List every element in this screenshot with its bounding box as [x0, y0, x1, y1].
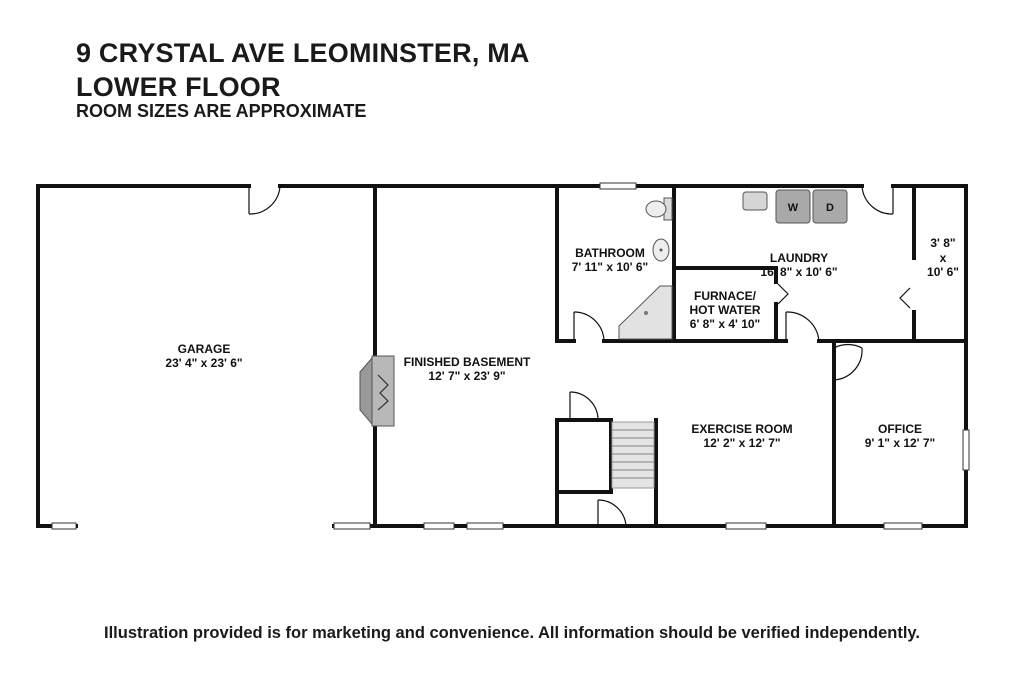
utility-sink-icon — [742, 191, 768, 211]
furnace-size: 6' 8" x 4' 10" — [690, 317, 760, 331]
bathroom-name: BATHROOM — [575, 246, 645, 260]
door-laundry-exterior — [861, 185, 894, 215]
garage-size: 23' 4" x 23' 6" — [165, 356, 242, 370]
door-garage — [248, 185, 281, 215]
closet-size-line2: x — [940, 251, 947, 265]
door-stair-closet — [569, 391, 599, 421]
door-exterior-bottom — [597, 499, 627, 527]
sink-icon — [652, 238, 670, 262]
furnace-name-line2: HOT WATER — [689, 303, 760, 317]
office-name: OFFICE — [878, 422, 922, 436]
stairs — [611, 421, 655, 489]
door-closet — [899, 287, 911, 309]
washer-label: W — [788, 202, 799, 214]
dryer-icon: D — [812, 189, 848, 224]
basement-name: FINISHED BASEMENT — [404, 355, 531, 369]
window-exercise — [725, 522, 767, 530]
office-size: 9' 1" x 12' 7" — [865, 436, 935, 450]
windows — [51, 182, 970, 530]
exercise-room-size: 12' 2" x 12' 7" — [703, 436, 780, 450]
bathroom-size: 7' 11" x 10' 6" — [572, 260, 648, 274]
window-office-bottom — [883, 522, 923, 530]
laundry-name: LAUNDRY — [770, 251, 828, 265]
toilet-icon — [645, 197, 673, 221]
room-labels: GARAGE 23' 4" x 23' 6" FINISHED BASEMENT… — [165, 236, 959, 450]
laundry-size: 16' 8" x 10' 6" — [760, 265, 837, 279]
closet-size-line1: 3' 8" — [930, 236, 955, 250]
closet-size-line3: 10' 6" — [927, 265, 959, 279]
door-bathroom — [573, 311, 605, 342]
window-basement-1 — [423, 522, 455, 530]
disclaimer-text: Illustration provided is for marketing a… — [104, 624, 920, 642]
door-office — [833, 344, 863, 381]
garage-door-post-right — [333, 522, 371, 530]
door-furnace — [777, 283, 789, 305]
door-laundry — [785, 311, 820, 342]
garage-door-post-left — [51, 522, 77, 530]
doors — [248, 185, 911, 527]
basement-size: 12' 7" x 23' 9" — [428, 369, 505, 383]
garage-name: GARAGE — [178, 342, 231, 356]
shower-icon — [618, 285, 673, 340]
approximate-note: ROOM SIZES ARE APPROXIMATE — [76, 101, 367, 121]
washer-icon: W — [775, 189, 811, 224]
window-office-side — [962, 429, 970, 471]
dryer-label: D — [826, 202, 834, 214]
floor-title: LOWER FLOOR — [76, 72, 281, 102]
window-basement-2 — [466, 522, 504, 530]
furnace-name-line1: FURNACE/ — [694, 289, 757, 303]
window-bathroom — [599, 182, 637, 190]
fireplace-icon — [359, 355, 395, 427]
exercise-room-name: EXERCISE ROOM — [691, 422, 792, 436]
address-title: 9 CRYSTAL AVE LEOMINSTER, MA — [76, 38, 530, 68]
